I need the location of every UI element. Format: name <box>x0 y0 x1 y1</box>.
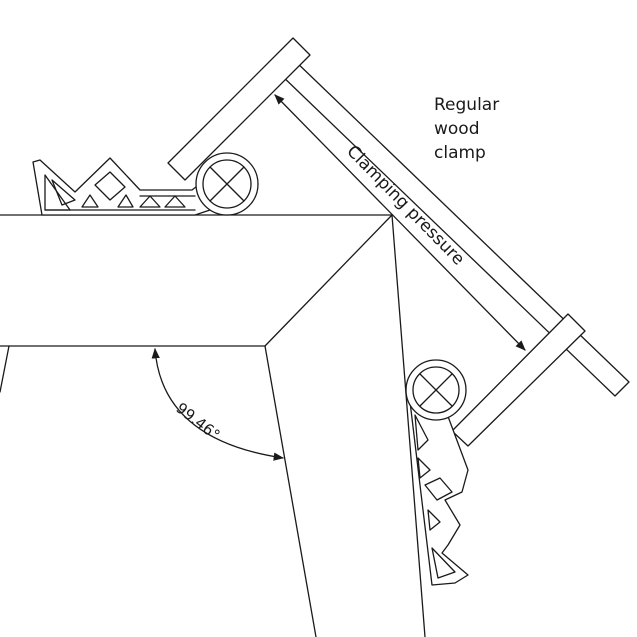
top-pad-wheel <box>195 152 259 216</box>
top-caul-outline <box>32 157 211 216</box>
top-caul-trusses <box>44 171 196 211</box>
left-stub-edge <box>0 345 10 393</box>
clamp-label: Regular wood clamp <box>434 95 499 163</box>
bottom-pad-wheel <box>405 359 467 421</box>
angle-arc <box>151 347 285 461</box>
clamp-lower-jaw <box>451 313 586 447</box>
right-board-inner-edge <box>264 345 317 637</box>
angle-label: 99.46° <box>173 399 224 444</box>
wood-clamp: Clamping pressure <box>167 37 630 447</box>
clamp-upper-jaw <box>167 37 311 181</box>
angle-dimension: 99.46° <box>151 347 285 461</box>
clamp-label-line-1: Regular <box>434 95 499 115</box>
top-caul <box>32 152 259 216</box>
pressure-arrow <box>274 94 526 351</box>
bottom-caul-trusses <box>414 414 456 579</box>
bottom-caul-outline <box>407 384 469 586</box>
clamp-label-line-2: wood <box>434 119 480 139</box>
miter-joint-line <box>264 214 393 347</box>
bottom-caul <box>405 359 469 586</box>
clamp-label-line-3: clamp <box>434 143 486 163</box>
